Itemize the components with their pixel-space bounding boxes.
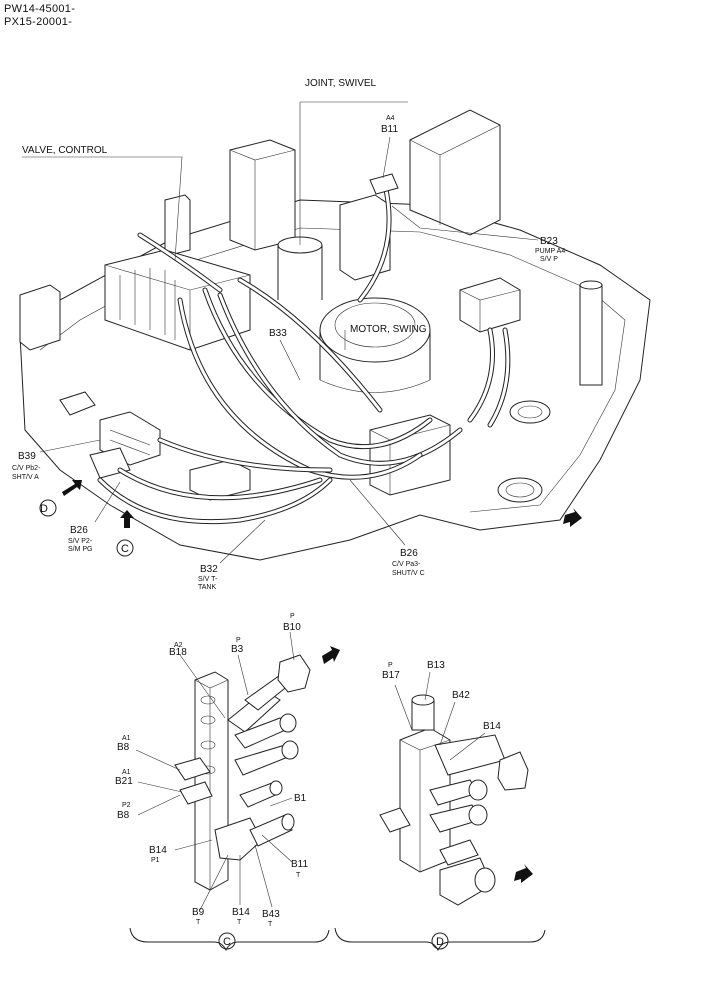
label-b11-top: B11 xyxy=(381,124,398,135)
label-d-b14: B14 xyxy=(483,721,501,732)
direction-arrow-c xyxy=(322,646,340,664)
detail-d-drawing xyxy=(379,694,529,906)
label-b26-right-sub1: C/V Pa3- xyxy=(392,561,421,568)
direction-arrow-d xyxy=(514,864,533,883)
label-c-b14: B14 xyxy=(149,845,167,856)
label-c-p-b3: P xyxy=(236,637,241,644)
label-c-b8b: B8 xyxy=(117,810,130,821)
label-c-b3: B3 xyxy=(231,644,244,655)
label-c-p2: P2 xyxy=(122,802,131,809)
detail-c-drawing xyxy=(174,654,311,891)
view-arrow-c xyxy=(116,510,134,557)
label-c-t3: T xyxy=(237,919,242,926)
detail-c-leaders xyxy=(135,631,295,911)
label-view-d: D xyxy=(40,503,48,515)
label-circle-c: C xyxy=(223,936,231,948)
label-b39-sub2: SHT/V A xyxy=(12,474,39,481)
label-b32-sub1: S/V T- xyxy=(198,576,218,583)
label-b23-sub2: S/V P xyxy=(540,256,558,263)
label-b26-left: B26 xyxy=(70,525,88,536)
label-c-a2: A2 xyxy=(174,642,183,649)
upper-frame-drawing xyxy=(19,109,651,561)
label-c-b14b: B14 xyxy=(232,907,250,918)
label-d-b13: B13 xyxy=(427,660,445,671)
header-model-2: PX15-20001- xyxy=(4,16,73,28)
label-b39: B39 xyxy=(18,451,36,462)
label-b39-sub1: C/V Pb2- xyxy=(12,465,41,472)
label-c-t4: T xyxy=(268,921,273,928)
label-b26-right: B26 xyxy=(400,548,418,559)
label-b26-right-sub2: SHUT/V C xyxy=(392,570,425,577)
label-d-b42: B42 xyxy=(452,690,470,701)
label-c-a1-b8: A1 xyxy=(122,735,131,742)
label-b26-left-sub2: S/M PG xyxy=(68,546,93,553)
label-a4: A4 xyxy=(386,115,395,122)
label-b33: B33 xyxy=(269,328,287,339)
label-b32: B32 xyxy=(200,564,218,575)
label-b23: B23 xyxy=(540,236,558,247)
hoses xyxy=(97,182,511,525)
view-arrow-d xyxy=(39,480,82,517)
label-c-b10: B10 xyxy=(283,622,301,633)
view-brackets xyxy=(129,927,546,952)
direction-arrow-upper xyxy=(563,508,582,527)
label-c-p1: P1 xyxy=(151,857,160,864)
upper-leader-lines xyxy=(22,101,539,564)
label-c-b1: B1 xyxy=(294,793,307,804)
label-c-b9: B9 xyxy=(192,907,205,918)
label-motor-swing: MOTOR, SWING xyxy=(350,324,427,335)
label-c-t2: T xyxy=(196,919,201,926)
label-b23-sub1: PUMP A4- xyxy=(535,248,568,255)
label-valve-control: VALVE, CONTROL xyxy=(22,145,108,156)
label-b32-sub2: TANK xyxy=(198,584,216,591)
label-c-p-b10: P xyxy=(290,613,295,620)
label-c-b21: B21 xyxy=(115,776,133,787)
label-c-a1-b21: A1 xyxy=(122,769,131,776)
label-joint-swivel: JOINT, SWIVEL xyxy=(305,78,377,89)
label-circle-d: D xyxy=(436,936,444,948)
label-c-b11: B11 xyxy=(291,859,308,870)
label-view-c: C xyxy=(121,543,129,555)
label-d-p: P xyxy=(388,662,393,669)
label-c-b8: B8 xyxy=(117,742,130,753)
label-c-b43: B43 xyxy=(262,909,280,920)
label-c-t1: T xyxy=(296,872,301,879)
header-model-1: PW14-45001- xyxy=(4,3,76,15)
label-b26-left-sub1: S/V P2- xyxy=(68,538,93,545)
detail-d-leaders xyxy=(394,671,486,761)
label-d-b17: B17 xyxy=(382,670,400,681)
label-c-b18: B18 xyxy=(169,647,187,658)
